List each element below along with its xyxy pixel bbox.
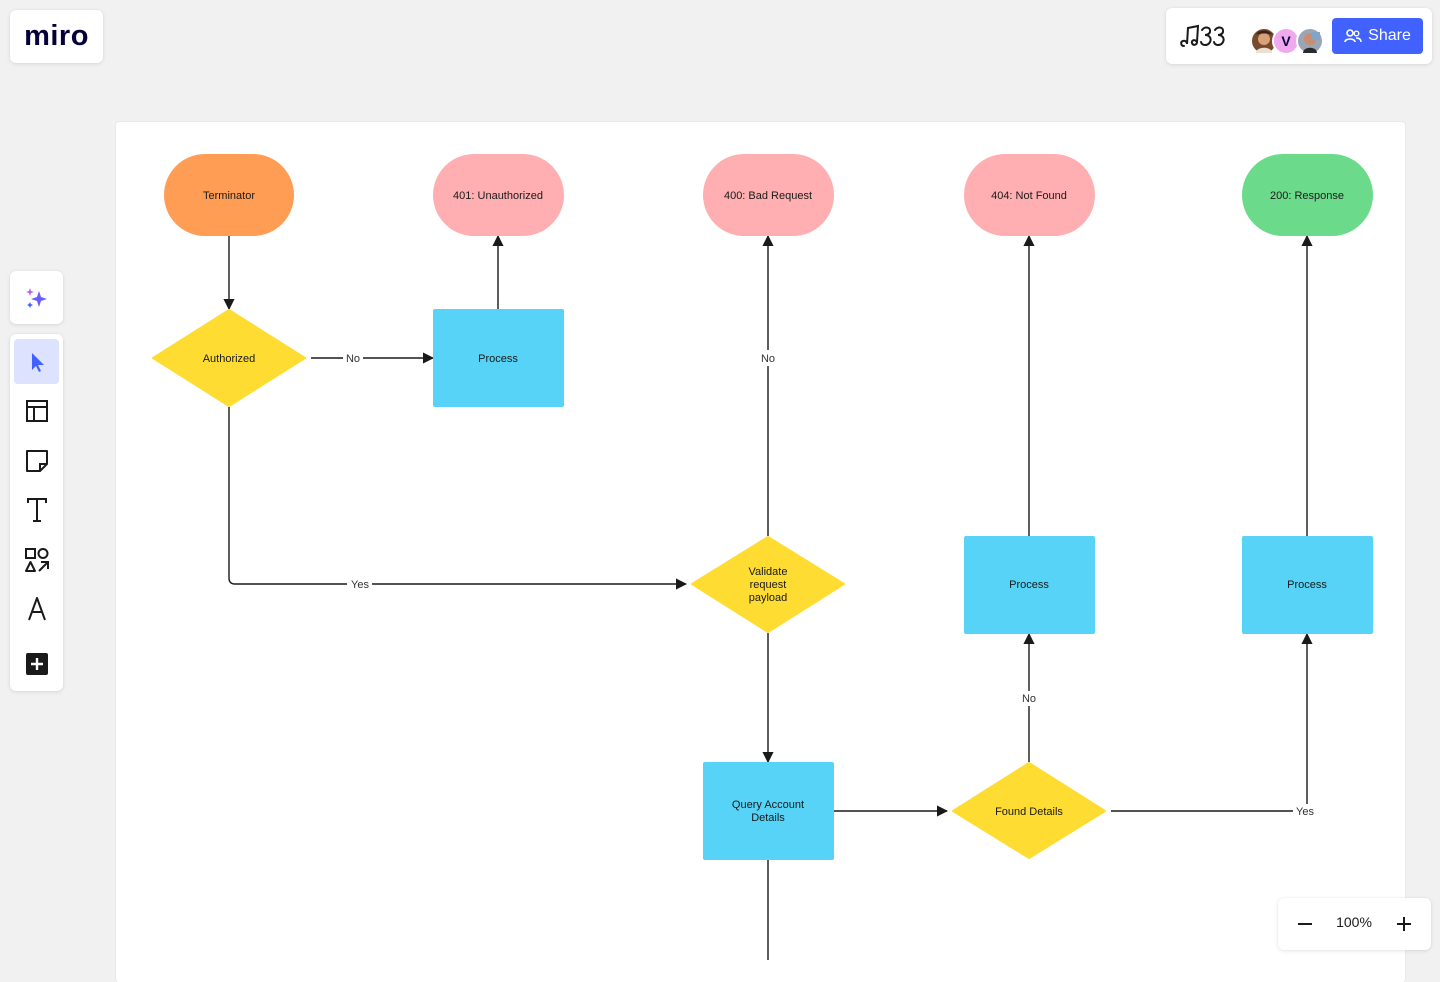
plus-icon [1397, 917, 1411, 931]
terminator-node[interactable]: Terminator [164, 154, 294, 236]
validate-label-3: payload [749, 592, 788, 604]
terminator-label: Terminator [203, 190, 255, 202]
flowchart-canvas: No Yes No No Yes Terminator 401: Unautho… [152, 154, 1373, 960]
validate-decision[interactable]: Validate request payload [691, 536, 845, 633]
ai-toolbar [10, 271, 63, 324]
unauthorized-label: 401: Unauthorized [453, 190, 543, 202]
bad-request-node[interactable]: 400: Bad Request [703, 154, 834, 236]
share-button[interactable]: Share [1332, 18, 1423, 54]
avatar-photo-2[interactable] [1296, 27, 1324, 55]
connectors [223, 234, 1313, 960]
add-more-icon [25, 652, 48, 675]
board-name-icon[interactable] [1178, 20, 1232, 52]
zoom-controls: 100% [1278, 898, 1431, 950]
process-3-label: Process [1287, 579, 1327, 591]
query-label-2: Details [751, 812, 785, 824]
unauthorized-node[interactable]: 401: Unauthorized [433, 154, 564, 236]
minus-icon [1298, 923, 1312, 925]
edge-authorized-yes-a[interactable] [228, 407, 347, 585]
found-details-decision[interactable]: Found Details [952, 762, 1106, 859]
sparkle-icon [25, 287, 47, 308]
shapes-icon [24, 547, 49, 572]
authorized-decision[interactable]: Authorized [152, 309, 306, 407]
response-node[interactable]: 200: Response [1242, 154, 1373, 236]
sparkle-tool[interactable] [14, 275, 59, 320]
bad-request-label: 400: Bad Request [724, 190, 812, 202]
sticky-note-icon [25, 449, 48, 472]
not-found-node[interactable]: 404: Not Found [964, 154, 1095, 236]
zoom-in-button[interactable] [1388, 908, 1420, 940]
response-label: 200: Response [1270, 190, 1344, 202]
share-button-label: Share [1368, 27, 1411, 44]
query-label-1: Query Account [732, 799, 804, 811]
not-found-label: 404: Not Found [991, 190, 1067, 202]
avatar-photo-1[interactable] [1250, 27, 1278, 55]
miro-logo: miro [24, 20, 89, 52]
process-node-2[interactable]: Process [964, 536, 1095, 634]
select-tool[interactable] [14, 339, 59, 384]
process-2-label: Process [1009, 579, 1049, 591]
shapes-tool[interactable] [14, 537, 59, 582]
label-found-no: No [1022, 693, 1036, 705]
text-tool[interactable] [14, 487, 59, 532]
found-details-label: Found Details [995, 806, 1063, 818]
label-authorized-yes: Yes [351, 579, 369, 591]
templates-tool[interactable] [14, 388, 59, 433]
sticky-note-tool[interactable] [14, 438, 59, 483]
label-validate-no: No [761, 353, 775, 365]
process-node-1[interactable]: Process [433, 309, 564, 407]
main-toolbar [10, 334, 63, 691]
select-cursor-icon [31, 352, 44, 372]
validate-label-1: Validate [749, 566, 788, 578]
pen-tool[interactable] [14, 586, 59, 631]
templates-icon [25, 399, 48, 422]
board-header-panel: V Share [1166, 8, 1432, 64]
label-found-yes: Yes [1296, 806, 1314, 818]
validate-label-2: request [750, 579, 787, 591]
label-authorized-no: No [346, 353, 360, 365]
zoom-level[interactable]: 100% [1336, 914, 1372, 930]
query-account-node[interactable]: Query Account Details [703, 762, 834, 860]
zoom-out-button[interactable] [1289, 908, 1321, 940]
process-node-3[interactable]: Process [1242, 536, 1373, 634]
users-icon [1344, 29, 1362, 43]
add-more-tool[interactable] [14, 641, 59, 686]
authorized-label: Authorized [203, 353, 256, 365]
text-icon [26, 497, 47, 522]
process-1-label: Process [478, 353, 518, 365]
pen-icon [27, 596, 46, 620]
logo-panel[interactable]: miro [10, 10, 103, 63]
